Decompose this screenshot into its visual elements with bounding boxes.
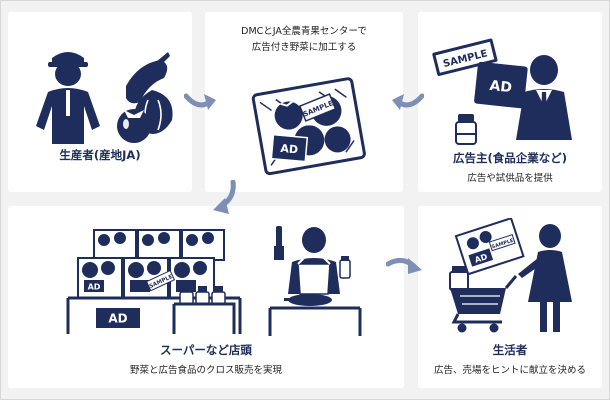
advertiser-ad-board-text: AD [489, 78, 513, 96]
shelf-ad-sign-text: AD [108, 312, 127, 326]
processing-line-2: 広告付き野菜に加工する [251, 42, 357, 53]
tray-ad-label: AD [88, 283, 101, 292]
arrow-processing-to-supermarket-icon [213, 180, 236, 214]
bag-ad-label: AD [280, 142, 299, 156]
supermarket-title: スーパーなど店頭 [160, 343, 252, 357]
processing-panel: DMCとJA全農青果センターで 広告付き野菜に加工する SAMPLE AD [205, 12, 403, 192]
consumer-panel: AD SAMPLE 生活者 広告、売場をヒントに献立を決める [418, 206, 602, 388]
advertiser-panel: SAMPLE AD 広告主(食品企業など) 広告や試供品を提供 [418, 12, 602, 192]
producer-panel: 生産者(産地JA) [8, 12, 192, 192]
ad-vegetable-bag-illustration: SAMPLE AD [251, 77, 366, 176]
advertiser-with-sample-illustration: SAMPLE AD [432, 38, 572, 145]
arrow-advertiser-to-processing-icon [392, 93, 424, 110]
advertiser-subtitle: 広告や試供品を提供 [467, 173, 553, 184]
arrow-supermarket-to-consumer-icon [386, 258, 422, 274]
producer-title: 生産者(産地JA) [59, 148, 141, 162]
shopper-with-cart-illustration: AD SAMPLE [449, 218, 572, 333]
consumer-title: 生活者 [492, 343, 528, 357]
store-shelf-illustration: AD SAMPLE AD [66, 226, 362, 336]
arrow-producer-to-processing-icon [184, 93, 216, 110]
advertiser-title: 広告主(食品企業など) [452, 151, 567, 165]
flyer-ad-label: AD [474, 252, 489, 265]
supermarket-panel: AD SAMPLE AD スーパーなど店頭 野菜 [8, 206, 404, 388]
consumer-subtitle: 広告、売場をヒントに献立を決める [433, 365, 586, 376]
processing-line-1: DMCとJA全農青果センターで [241, 26, 367, 37]
farmer-with-vegetables-illustration [36, 52, 173, 144]
supermarket-subtitle: 野菜と広告食品のクロス販売を実現 [129, 365, 282, 376]
